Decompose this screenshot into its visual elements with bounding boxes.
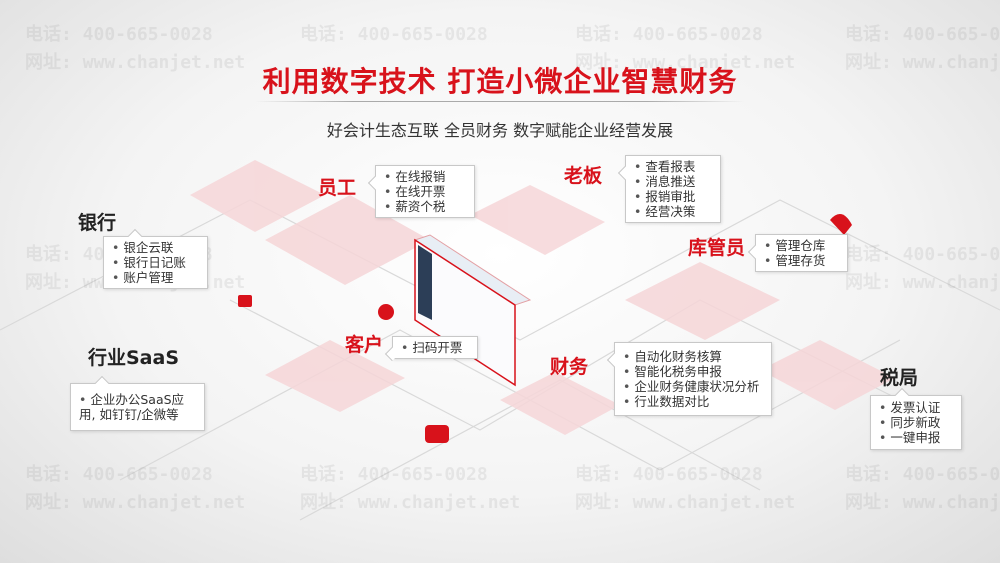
boss-tile <box>470 185 605 255</box>
page-subtitle: 好会计生态互联 全员财务 数字赋能企业经营发展 <box>326 121 674 140</box>
tax-bureau-label: 税局 <box>880 367 919 389</box>
platform-tiles <box>190 160 895 435</box>
warehouse-tile <box>625 262 780 340</box>
list-item: 查看报表 <box>634 159 712 174</box>
red-pin-icon <box>378 304 394 320</box>
list-item: 经营决策 <box>634 204 712 219</box>
customer-tile <box>265 340 405 412</box>
list-item: 发票认证 <box>879 400 953 415</box>
finance-feature-list: 自动化财务核算 智能化税务申报 企业财务健康状况分析 行业数据对比 <box>614 342 772 416</box>
list-item: 企业财务健康状况分析 <box>623 379 763 394</box>
list-item: 账户管理 <box>112 270 199 285</box>
list-item: 自动化财务核算 <box>623 349 763 364</box>
list-item: 在线开票 <box>384 184 466 199</box>
customer-label: 客户 <box>345 334 384 356</box>
finance-tile <box>500 372 620 435</box>
saas-label: 行业SaaS <box>88 347 180 369</box>
saas-feature-list: 企业办公SaaS应用, 如钉钉/企微等 <box>70 383 205 431</box>
list-item: 管理存货 <box>764 253 839 268</box>
list-item: 管理仓库 <box>764 238 839 253</box>
list-item: 银企云联 <box>112 240 199 255</box>
tax-tile <box>760 340 895 410</box>
list-item: 企业办公SaaS应用, 如钉钉/企微等 <box>79 392 196 422</box>
list-item: 扫码开票 <box>401 340 469 355</box>
list-item: 报销审批 <box>634 189 712 204</box>
list-item: 行业数据对比 <box>623 394 763 409</box>
employee-label: 员工 <box>318 177 357 199</box>
title-divider <box>255 101 745 102</box>
tax-bureau-feature-list: 发票认证 同步新政 一键申报 <box>870 395 962 450</box>
bank-feature-list: 银企云联 银行日记账 账户管理 <box>103 236 208 289</box>
finance-label: 财务 <box>550 356 589 378</box>
dashboard-screen <box>413 234 532 387</box>
page-title: 利用数字技术 打造小微企业智慧财务 <box>262 65 738 98</box>
red-box-icon <box>425 425 449 443</box>
bank-label: 银行 <box>78 212 117 234</box>
warehouse-feature-list: 管理仓库 管理存货 <box>755 234 848 272</box>
warehouse-label: 库管员 <box>688 237 746 259</box>
list-item: 薪资个税 <box>384 199 466 214</box>
boss-label: 老板 <box>564 165 603 187</box>
customer-feature-list: 扫码开票 <box>392 336 478 359</box>
device-icons <box>238 214 852 443</box>
cloud-device-icon <box>830 214 852 235</box>
list-item: 在线报销 <box>384 169 466 184</box>
boss-feature-list: 查看报表 消息推送 报销审批 经营决策 <box>625 155 721 223</box>
list-item: 同步新政 <box>879 415 953 430</box>
list-item: 消息推送 <box>634 174 712 189</box>
list-item: 智能化税务申报 <box>623 364 763 379</box>
coin-stack-icon <box>238 295 252 307</box>
list-item: 一键申报 <box>879 430 953 445</box>
list-item: 银行日记账 <box>112 255 199 270</box>
employee-feature-list: 在线报销 在线开票 薪资个税 <box>375 165 475 218</box>
bank-tile <box>190 160 325 232</box>
